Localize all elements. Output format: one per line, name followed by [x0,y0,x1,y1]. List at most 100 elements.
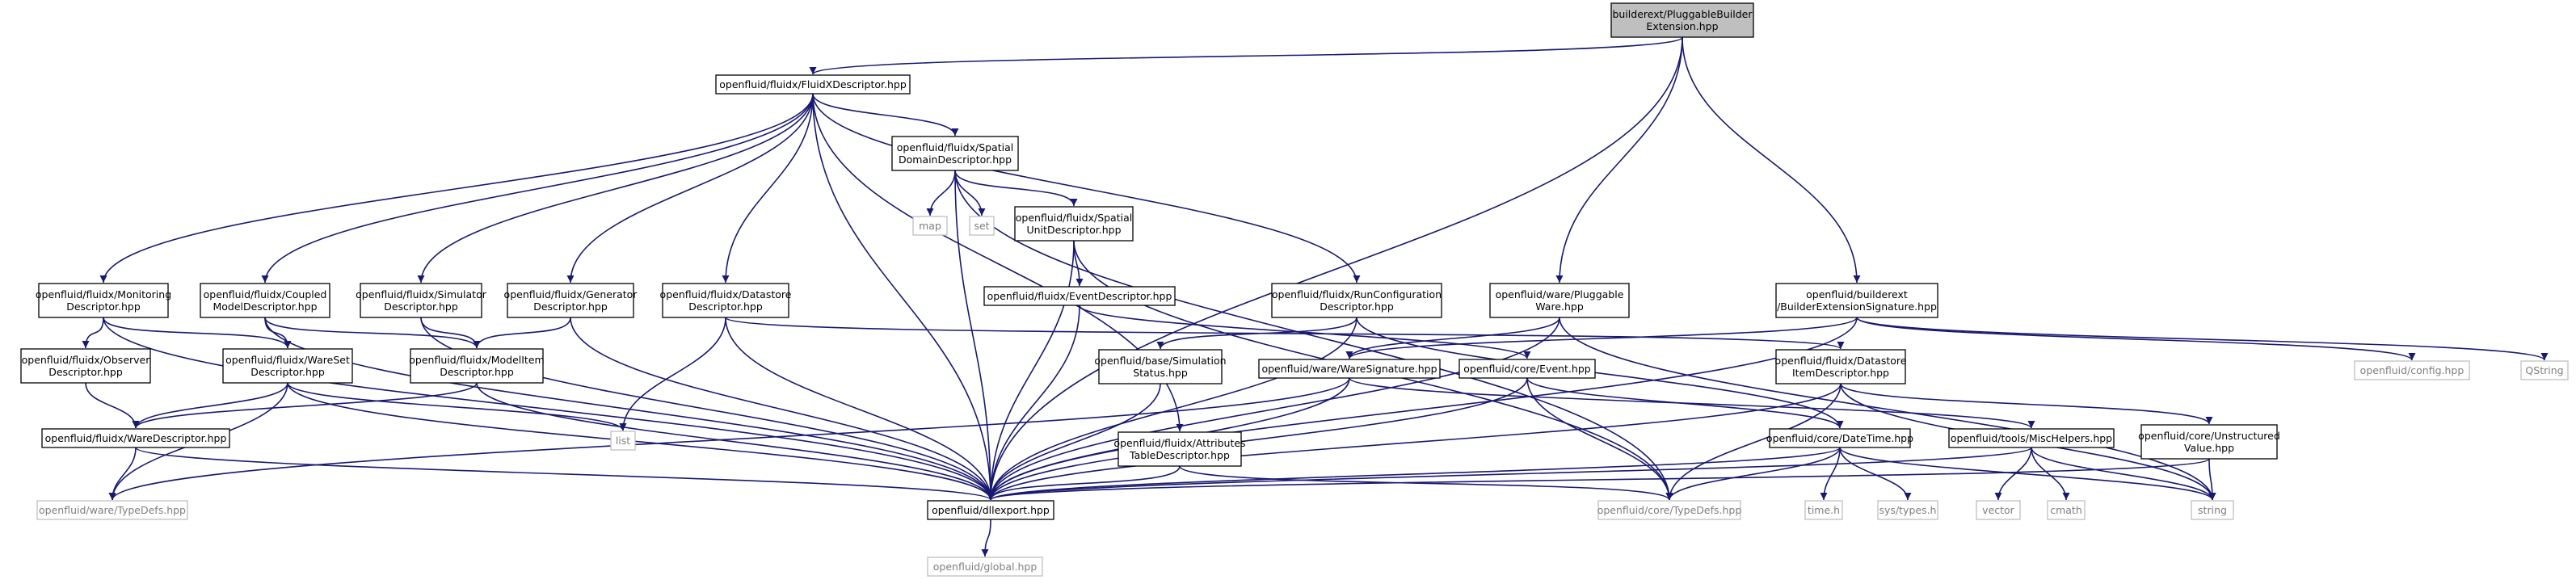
node-label: openfluid/fluidx/WareSet [225,354,350,366]
edge-builder-ext-sig-to-config-hpp [1856,317,2416,361]
edge-attributes-table-to-core-typedefs [1179,465,1673,501]
node-label: openfluid/fluidx/Spatial [897,141,1013,153]
node-box [1877,500,1938,520]
edge-unstructured-value-to-string [2208,458,2216,501]
edge-misc-helpers-to-string [2031,447,2216,501]
node-dllexport[interactable]: openfluid/dllexport.hpp [927,500,1054,520]
node-label: vector [1982,504,2015,516]
node-run-config[interactable]: openfluid/fluidx/RunConfigurationDescrip… [1271,283,1442,318]
edge-datetime-to-sys-types [1839,447,1912,501]
node-sys-types: sys/types.h [1877,500,1938,520]
node-box [927,557,1043,577]
node-spatial-domain[interactable]: openfluid/fluidx/SpatialDomainDescriptor… [891,136,1019,171]
node-label: openfluid/ware/WareSignature.hpp [1261,363,1437,375]
node-box [2140,424,2278,460]
node-misc-helpers[interactable]: openfluid/tools/MiscHelpers.hpp [1948,428,2115,448]
node-box [1948,428,2115,448]
edge-datastore-item-to-core-typedefs [1665,383,1842,501]
node-label: Value.hpp [2184,442,2234,454]
node-vector: vector [1976,500,2021,520]
node-label: openfluid/fluidx/EventDescriptor.hpp [987,290,1172,302]
node-box [1769,428,1911,448]
edge-spatial-domain-to-map [926,170,956,216]
node-fluidx-descriptor[interactable]: openfluid/fluidx/FluidXDescriptor.hpp [715,74,911,95]
node-event-descriptor[interactable]: openfluid/fluidx/EventDescriptor.hpp [983,286,1176,306]
edge-observer-to-ware-descriptor [85,382,140,429]
edge-ware-descriptor-to-ware-typedefs [108,447,137,501]
edge-root-to-dllexport [987,36,1683,501]
node-box [38,283,169,318]
node-box [2520,360,2569,380]
node-box [1775,349,1906,384]
node-set: set [969,216,995,236]
edge-coupled-model-to-model-item [264,317,481,349]
node-config-hpp: openfluid/config.hpp [2354,360,2470,380]
node-box [927,500,1054,520]
node-datastore-item[interactable]: openfluid/fluidx/DatastoreItemDescriptor… [1775,349,1907,384]
node-coupled-model[interactable]: openfluid/fluidx/CoupledModelDescriptor.… [200,283,330,318]
node-box [1610,2,1754,38]
node-box [610,431,636,451]
node-datetime[interactable]: openfluid/core/DateTime.hpp [1766,428,1913,448]
node-attributes-table[interactable]: openfluid/fluidx/AttributesTableDescript… [1113,431,1246,467]
edge-wareset-to-ware-descriptor [132,382,288,429]
node-ware-descriptor[interactable]: openfluid/fluidx/WareDescriptor.hpp [41,428,230,448]
node-label: ModelDescriptor.hpp [213,300,317,313]
node-core-event[interactable]: openfluid/core/Event.hpp [1458,359,1596,379]
node-label: openfluid/dllexport.hpp [932,504,1050,516]
nodes-layer: builderext/PluggableBuilderExtension.hpp… [20,2,2569,577]
edge-fluidx-descriptor-to-generator [566,93,814,284]
node-monitoring[interactable]: openfluid/fluidx/MonitoringDescriptor.hp… [36,283,171,318]
node-builder-ext-sig[interactable]: openfluid/builderext/BuilderExtensionSig… [1775,283,1938,318]
node-label: Descriptor.hpp [250,366,325,378]
edge-root-to-pluggable-ware [1555,36,1683,284]
edge-fluidx-descriptor-to-spatial-domain [812,93,959,137]
node-box [36,500,188,520]
node-box [410,348,544,384]
node-label: openfluid/fluidx/Observer [22,354,151,366]
edge-fluidx-descriptor-to-run-config [812,93,1361,284]
node-label: openfluid/builderext [1806,288,1908,300]
edge-datastore-item-to-dllexport [987,383,1842,501]
node-spatial-unit[interactable]: openfluid/fluidx/SpatialUnitDescriptor.h… [1014,206,1134,242]
edge-ware-signature-to-ware-typedefs [108,377,1350,501]
node-map: map [912,216,948,236]
edge-datetime-to-core-typedefs [1665,447,1841,501]
edge-misc-helpers-to-dllexport [987,447,2032,501]
edge-fluidx-descriptor-to-dllexport [812,93,995,501]
node-label: Descriptor.hpp [533,300,608,313]
node-box [969,216,995,236]
edge-fluidx-descriptor-to-coupled-model [261,93,814,284]
node-box [662,283,789,318]
edge-monitoring-to-observer [82,317,104,349]
edge-pluggable-ware-to-string [1559,317,2216,501]
node-label: Descriptor.hpp [66,300,141,313]
node-label: Ware.hpp [1535,300,1584,313]
edge-generator-to-model-item [473,317,571,349]
node-label: openfluid/fluidx/ModelItem [409,354,544,366]
node-list: list [610,431,636,451]
node-box [912,216,948,236]
node-label: openfluid/fluidx/Monitoring [36,288,171,300]
node-label: openfluid/fluidx/FluidXDescriptor.hpp [719,78,907,90]
node-label: openfluid/core/TypeDefs.hpp [1597,504,1742,516]
node-ware-signature[interactable]: openfluid/ware/WareSignature.hpp [1258,359,1441,379]
edge-monitoring-to-wareset [103,317,292,349]
node-label: openfluid/tools/MiscHelpers.hpp [1951,432,2112,444]
node-label: Descriptor.hpp [48,366,123,378]
node-label: Descriptor.hpp [384,300,458,313]
node-global-hpp: openfluid/global.hpp [927,557,1043,577]
edge-generator-to-dllexport [570,317,995,501]
node-label: openfluid/fluidx/Spatial [1016,212,1132,224]
node-core-typedefs: openfluid/core/TypeDefs.hpp [1597,500,1742,520]
